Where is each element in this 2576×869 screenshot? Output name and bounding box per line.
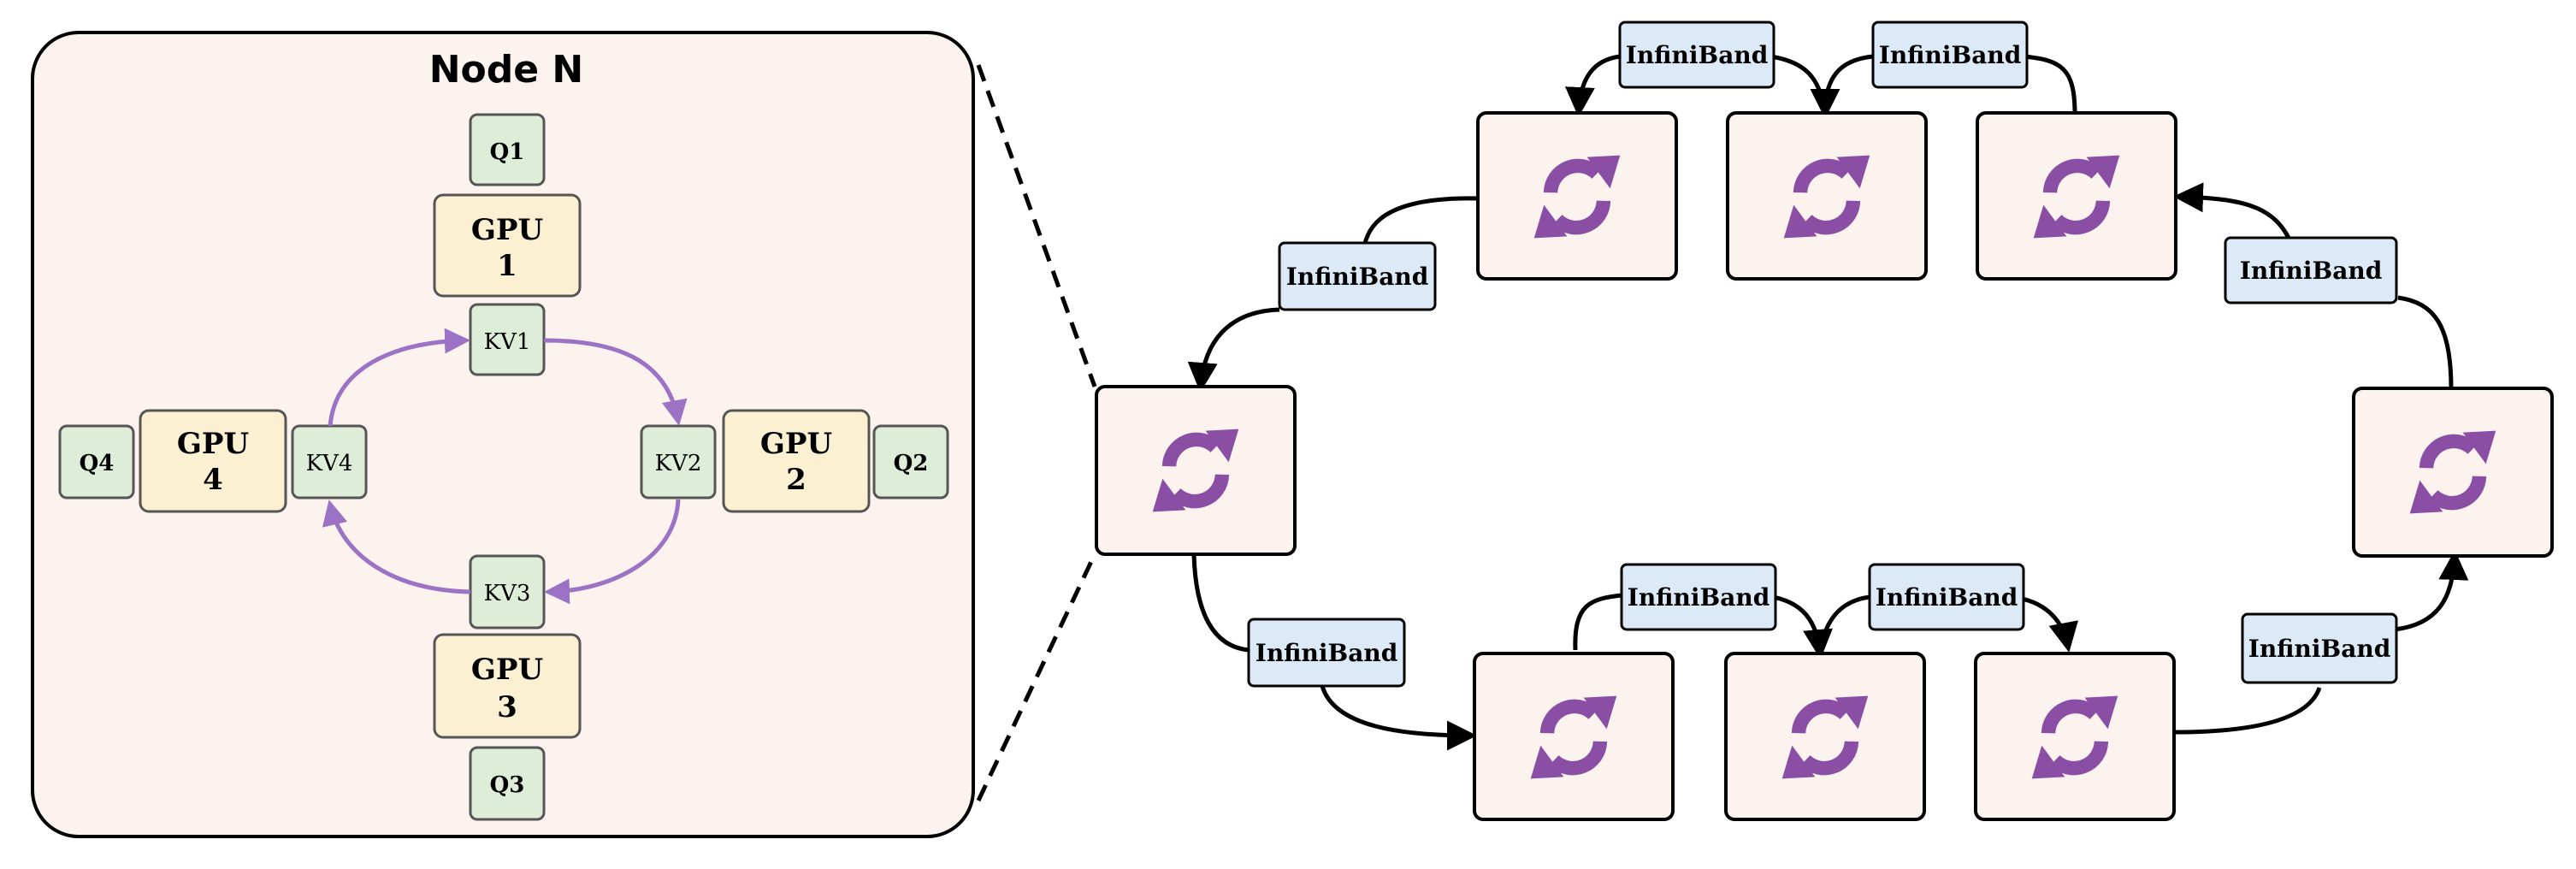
infiniband-text: InfiniBand [2240, 257, 2383, 285]
infiniband-label-lower-right: InfiniBand [2241, 612, 2398, 684]
gpu-3-group: KV3 GPU 3 Q3 [433, 554, 582, 821]
gpu-2-box [722, 409, 871, 513]
infiniband-box [1278, 241, 1437, 311]
q4-label: Q4 [80, 451, 115, 476]
infiniband-label-top-b: InfiniBand [1871, 21, 2029, 89]
gpu-1-box [433, 193, 582, 298]
edge-ib1-left [1187, 307, 1280, 393]
gpu-2-index: 2 [786, 463, 806, 497]
infiniband-label-upper-right: InfiniBand [2224, 236, 2398, 304]
gpu-4-label: GPU [177, 427, 249, 461]
zoom-line-top [976, 64, 1097, 387]
ring-node-box [1476, 111, 1678, 281]
ring-node-bottom-1 [1473, 652, 1675, 821]
infiniband-label-top-a: InfiniBand [1618, 21, 1775, 89]
zoom-line-bottom [976, 553, 1097, 802]
gpu-4-box [139, 409, 287, 513]
kv3-label: KV3 [484, 581, 531, 606]
edge-ib-bottom1 [1320, 685, 1477, 751]
infiniband-label-upper-left: InfiniBand [1278, 241, 1437, 311]
ring-node-bottom-2 [1724, 652, 1926, 821]
ring-node-box [2352, 387, 2554, 558]
q2-tensor [872, 424, 949, 500]
ring-node-top-1 [1476, 111, 1678, 281]
edge-left-ib [1191, 553, 1250, 653]
q3-label: Q3 [490, 772, 525, 798]
infiniband-box [1871, 21, 2029, 89]
q3-tensor [469, 746, 546, 821]
gpu-3-index: 3 [497, 690, 517, 724]
ring-node-box [1724, 652, 1926, 821]
infiniband-box [1247, 618, 1406, 688]
edge-ib-top2 [1810, 54, 1874, 119]
node-panel-frame [31, 31, 975, 838]
ring-node-bottom-3 [1974, 652, 2176, 821]
infiniband-text: InfiniBand [1879, 41, 2022, 69]
gpu-3-label: GPU [471, 653, 543, 687]
zoom-lines [976, 64, 1097, 802]
edge-ib-right [2394, 550, 2469, 632]
kv3-to-kv4-arrow [322, 500, 471, 594]
ring-node-left [1095, 385, 1297, 556]
q1-tensor [469, 113, 546, 186]
q2-label: Q2 [894, 451, 929, 476]
edge-ib-top1 [1564, 54, 1621, 117]
edge-bottom3-ib [2173, 687, 2322, 735]
node-n-panel: Node N Q1 GPU 1 KV1 KV2 GPU 2 Q2 KV3 GPU [31, 31, 975, 838]
gpu-3-box [433, 633, 582, 739]
gpu-2-group: KV2 GPU 2 Q2 [640, 409, 949, 513]
infiniband-box [2224, 236, 2398, 304]
edge-top2-ib [1770, 54, 1828, 114]
edge-ib-top3 [2173, 182, 2291, 239]
gpu-4-group: Q4 GPU 4 KV4 [58, 409, 368, 513]
ring-node-box [1473, 652, 1675, 821]
infiniband-text: InfiniBand [1876, 583, 2018, 612]
ring-node-box [1974, 652, 2176, 821]
gpu-2-label: GPU [760, 427, 832, 461]
ring-node-box [1726, 111, 1928, 281]
infiniband-box [2241, 612, 2398, 684]
node-title: Node N [429, 48, 584, 92]
q4-tensor [58, 424, 135, 500]
infiniband-box [1618, 21, 1775, 89]
gpu-1-label: GPU [471, 213, 543, 247]
kv2-to-kv3-arrow [544, 499, 681, 605]
ring-node-right [2352, 387, 2554, 558]
infiniband-label-bottom-a: InfiniBand [1620, 563, 1777, 631]
kv4-tensor [291, 424, 368, 500]
infiniband-text: InfiniBand [1256, 639, 1398, 667]
q1-label: Q1 [490, 139, 525, 165]
ring-node-top-2 [1726, 111, 1928, 281]
gpu-1-group: Q1 GPU 1 KV1 [433, 113, 582, 376]
infiniband-text: InfiniBand [1626, 41, 1769, 69]
infiniband-text: InfiniBand [2248, 635, 2391, 663]
kv2-label: KV2 [655, 451, 702, 476]
gpu-1-index: 1 [497, 249, 517, 283]
edge-top3-ib [2023, 54, 2077, 114]
infiniband-box [1620, 563, 1777, 631]
ring-connections [1187, 54, 2469, 751]
ring-node-box [1976, 111, 2177, 281]
edge-right-ib [2397, 295, 2454, 389]
kv1-label: KV1 [484, 329, 531, 355]
infiniband-box [1868, 563, 2025, 631]
edge-bottom1-ib [1573, 593, 1622, 651]
edge-bottom2-ib [1817, 594, 1870, 654]
kv2-tensor [640, 424, 717, 500]
ring-node-top-3 [1976, 111, 2177, 281]
kv-ring-arrows [322, 328, 688, 605]
infiniband-label-bottom-b: InfiniBand [1868, 563, 2025, 631]
ring-topology: InfiniBand InfiniBand InfiniBand InfiniB… [1095, 21, 2554, 821]
infiniband-label-lower-left: InfiniBand [1247, 618, 1406, 688]
ring-node-box [1095, 385, 1297, 556]
kv1-to-kv2-arrow [543, 338, 688, 426]
kv4-label: KV4 [306, 451, 353, 476]
kv4-to-kv1-arrow [328, 328, 470, 427]
infiniband-text: InfiniBand [1628, 583, 1770, 612]
gpu-4-index: 4 [203, 463, 223, 497]
infiniband-text: InfiniBand [1286, 263, 1429, 291]
